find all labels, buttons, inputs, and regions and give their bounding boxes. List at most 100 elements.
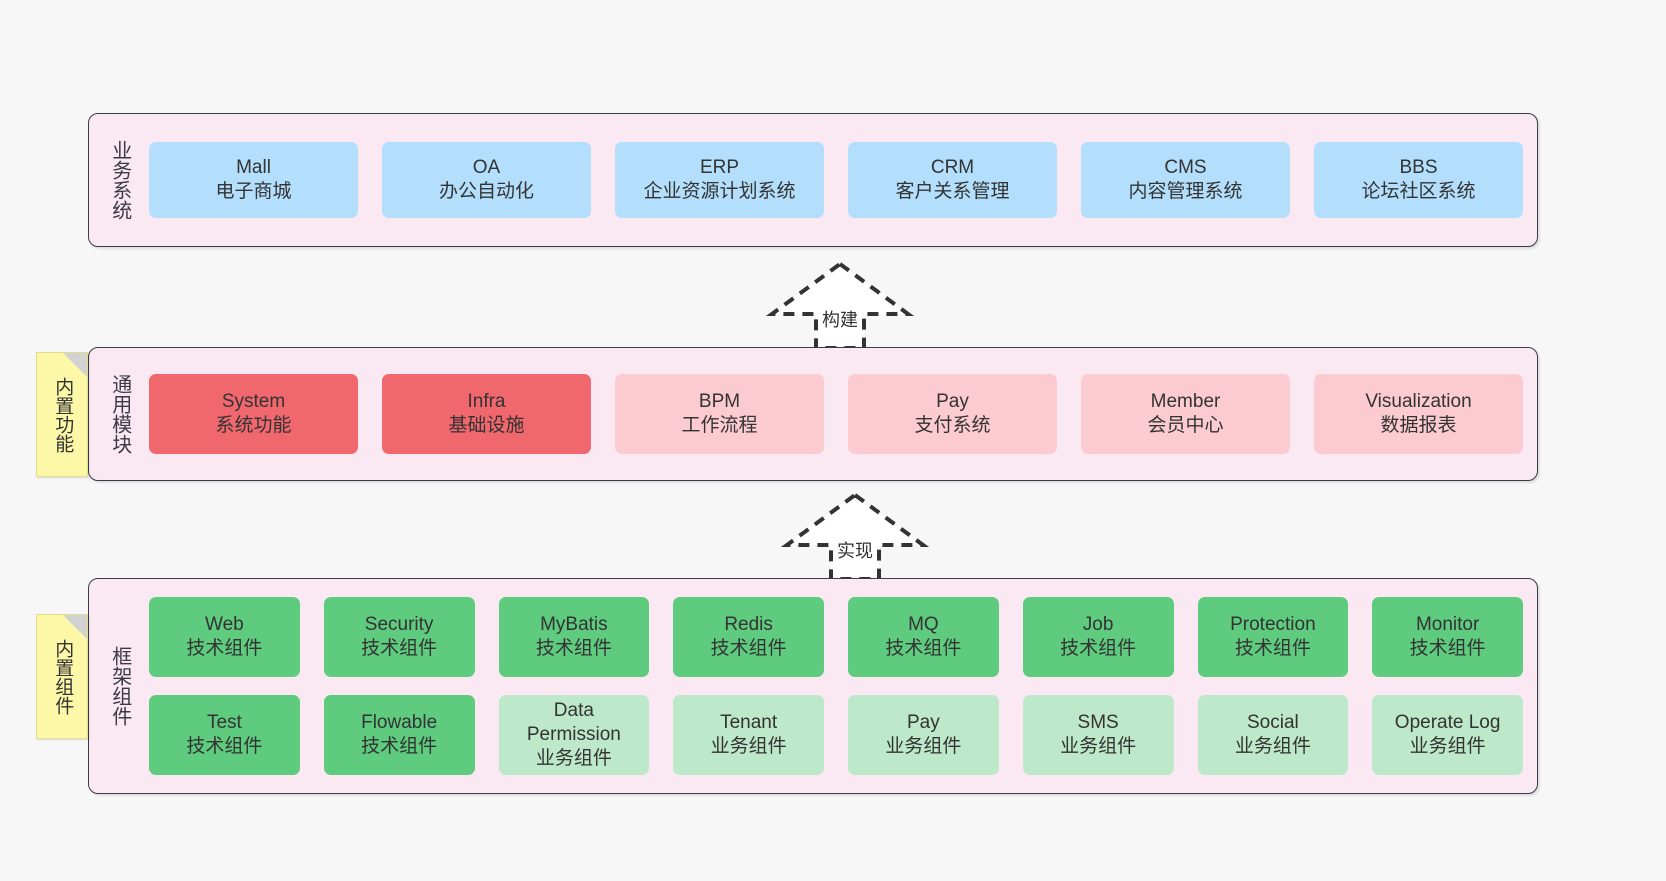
framework-component-data-permission[interactable]: Data Permission 业务组件	[498, 695, 650, 775]
layer-common-modules-body: System 系统功能 Infra 基础设施 BPM 工作流程 Pay 支付系统 Member 会…	[139, 348, 1537, 480]
common-module-visualization[interactable]: Visualization 数据报表	[1314, 374, 1523, 454]
component-desc: 论坛社区系统	[1361, 181, 1476, 202]
framework-component-social[interactable]: Social 业务组件	[1197, 695, 1349, 775]
component-name: MQ	[908, 613, 939, 635]
framework-component-web[interactable]: Web 技术组件	[149, 597, 300, 677]
component-desc: 办公自动化	[438, 181, 534, 202]
component-desc: 技术组件	[361, 638, 438, 659]
connector-build: 构建	[760, 258, 920, 354]
component-name: MyBatis	[540, 613, 608, 635]
component-name: SMS	[1077, 711, 1119, 733]
component-desc: 业务组件	[710, 736, 787, 757]
common-modules-row: System 系统功能 Infra 基础设施 BPM 工作流程 Pay 支付系统 Member 会…	[149, 374, 1523, 454]
framework-component-flowable[interactable]: Flowable 技术组件	[323, 695, 475, 775]
layer-common-modules: 通用模块 System 系统功能 Infra 基础设施 BPM 工作流程 Pay 支付系统 Me…	[88, 347, 1538, 481]
component-desc: 技术组件	[186, 736, 263, 757]
sticky-note-built-in-components-label: 内置组件	[52, 638, 74, 715]
component-desc: 技术组件	[186, 638, 263, 659]
component-name: Protection	[1230, 613, 1316, 635]
layer-business-systems-title: 业务系统	[108, 140, 131, 220]
framework-component-protection[interactable]: Protection 技术组件	[1197, 597, 1349, 677]
common-module-bpm[interactable]: BPM 工作流程	[615, 374, 824, 454]
component-name: Data Permission	[526, 699, 621, 745]
component-desc: 工作流程	[681, 415, 758, 436]
component-name: Social	[1247, 711, 1299, 733]
framework-component-test[interactable]: Test 技术组件	[149, 695, 300, 775]
framework-component-pay[interactable]: Pay 业务组件	[848, 695, 999, 775]
business-system-bbs[interactable]: BBS 论坛社区系统	[1314, 142, 1523, 218]
component-desc: 技术组件	[1234, 638, 1311, 659]
component-name: Visualization	[1365, 390, 1472, 412]
component-name: Job	[1082, 613, 1114, 635]
component-desc: 电子商城	[215, 181, 292, 202]
component-desc: 内容管理系统	[1128, 181, 1243, 202]
sticky-note-built-in-functions: 内置功能	[36, 352, 88, 477]
framework-component-sms[interactable]: SMS 业务组件	[1022, 695, 1174, 775]
layer-common-modules-title: 通用模块	[108, 374, 131, 454]
component-name: Redis	[724, 613, 773, 635]
component-desc: 业务组件	[1234, 736, 1311, 757]
component-desc: 业务组件	[1060, 736, 1137, 757]
component-name: Operate Log	[1394, 711, 1501, 733]
component-name: System	[221, 390, 286, 412]
component-name: Flowable	[361, 711, 438, 733]
framework-component-tenant[interactable]: Tenant 业务组件	[673, 695, 824, 775]
component-desc: 数据报表	[1380, 415, 1457, 436]
layer-framework-components-title: 框架组件	[108, 646, 131, 726]
component-name: OA	[472, 156, 501, 178]
component-desc: 系统功能	[215, 415, 292, 436]
component-name: ERP	[699, 156, 740, 178]
component-name: Test	[206, 711, 242, 733]
component-name: Infra	[467, 390, 506, 412]
component-desc: 基础设施	[448, 415, 525, 436]
component-desc: 会员中心	[1147, 415, 1224, 436]
component-desc: 技术组件	[1060, 638, 1137, 659]
common-module-system[interactable]: System 系统功能	[149, 374, 358, 454]
sticky-note-built-in-functions-label: 内置功能	[52, 376, 74, 453]
framework-component-operate-log[interactable]: Operate Log 业务组件	[1372, 695, 1523, 775]
framework-component-mq[interactable]: MQ 技术组件	[848, 597, 999, 677]
business-system-erp[interactable]: ERP 企业资源计划系统	[615, 142, 824, 218]
component-desc: 企业资源计划系统	[643, 181, 796, 202]
folded-corner-icon	[63, 353, 87, 377]
framework-component-job[interactable]: Job 技术组件	[1022, 597, 1174, 677]
component-desc: 技术组件	[361, 736, 438, 757]
business-system-oa[interactable]: OA 办公自动化	[382, 142, 591, 218]
framework-component-redis[interactable]: Redis 技术组件	[673, 597, 824, 677]
business-system-mall[interactable]: Mall 电子商城	[149, 142, 358, 218]
component-desc: 支付系统	[914, 415, 991, 436]
framework-component-monitor[interactable]: Monitor 技术组件	[1372, 597, 1523, 677]
component-name: BBS	[1399, 156, 1438, 178]
common-module-infra[interactable]: Infra 基础设施	[382, 374, 591, 454]
component-name: Pay	[907, 711, 940, 733]
component-name: CRM	[930, 156, 975, 178]
component-name: BPM	[698, 390, 741, 412]
component-name: Web	[205, 613, 244, 635]
connector-implement: 实现	[775, 489, 935, 585]
component-name: Pay	[936, 390, 969, 412]
component-desc: 业务组件	[1409, 736, 1486, 757]
component-name: Tenant	[720, 711, 778, 733]
component-name: Mall	[236, 156, 271, 178]
component-desc: 技术组件	[1409, 638, 1486, 659]
component-name: Monitor	[1415, 613, 1480, 635]
folded-corner-icon	[63, 615, 87, 639]
common-module-pay[interactable]: Pay 支付系统	[848, 374, 1057, 454]
component-desc: 业务组件	[535, 748, 612, 770]
component-desc: 业务组件	[885, 736, 962, 757]
component-name: Member	[1150, 390, 1221, 412]
common-module-member[interactable]: Member 会员中心	[1081, 374, 1290, 454]
component-desc: 技术组件	[885, 638, 962, 659]
component-desc: 技术组件	[710, 638, 787, 659]
